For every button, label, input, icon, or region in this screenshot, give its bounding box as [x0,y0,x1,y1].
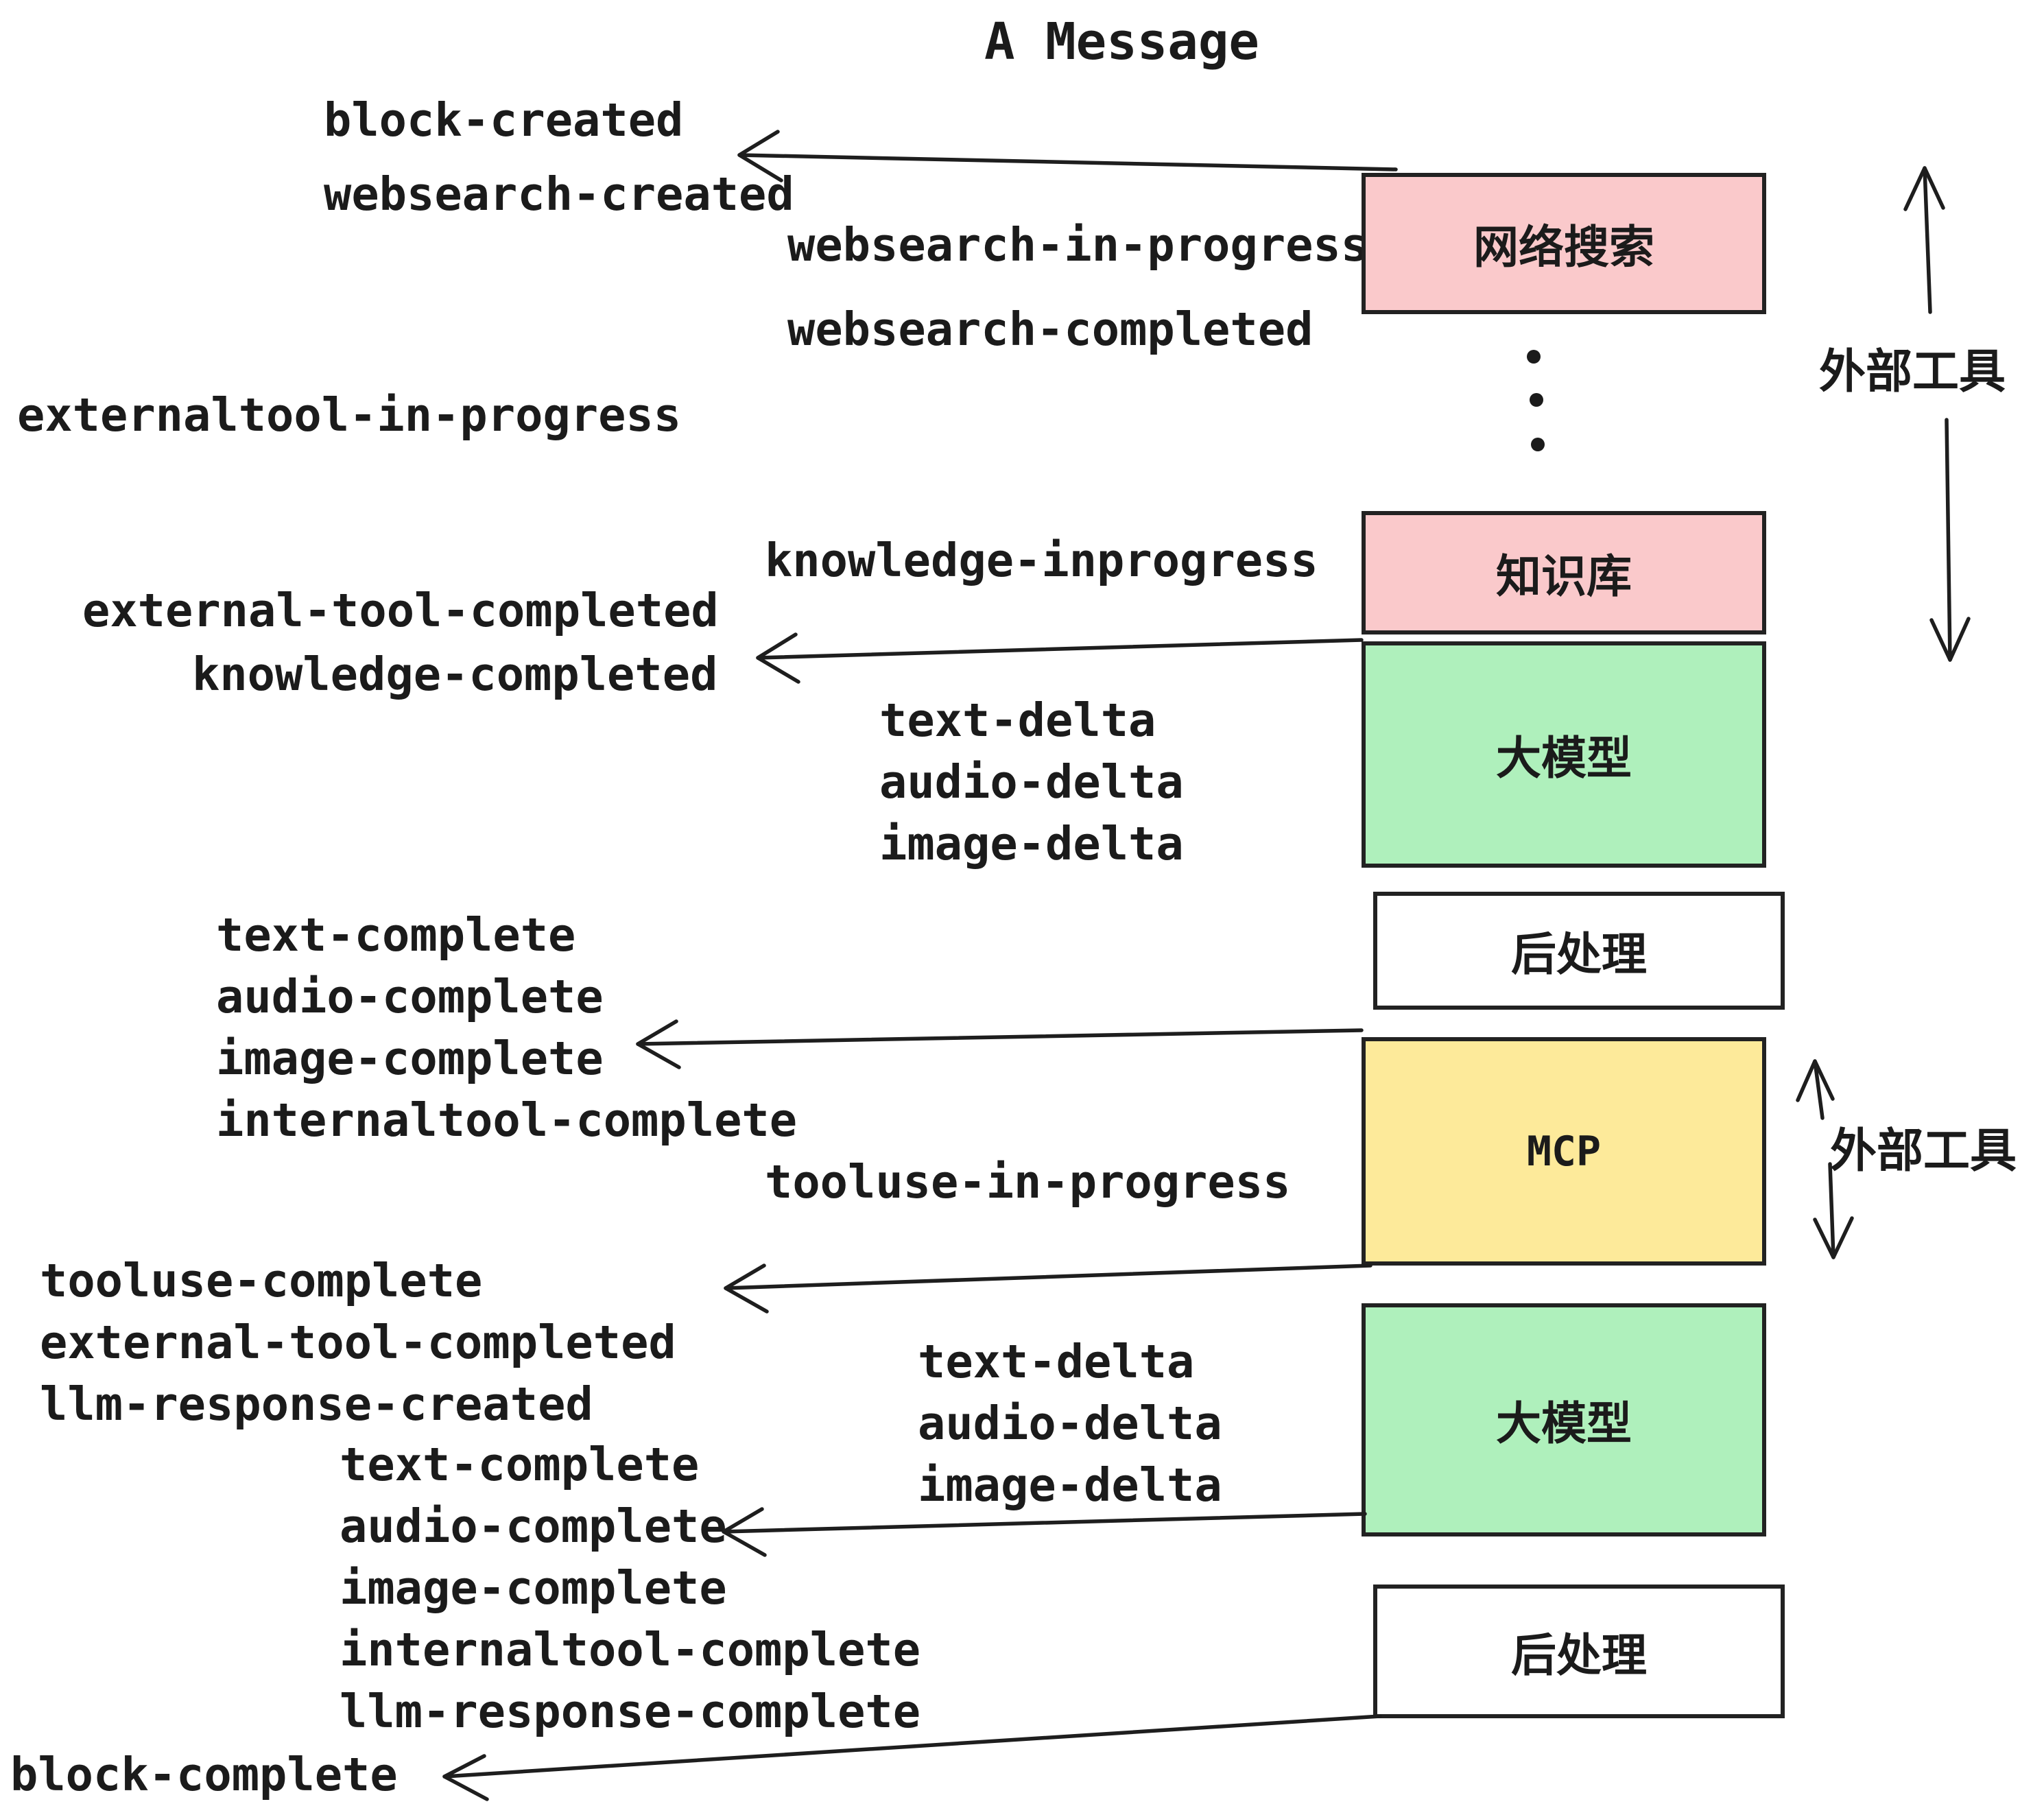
box-llm-2: 大模型 [1362,1303,1766,1536]
box-postprocess-1: 后处理 [1373,892,1785,1010]
event-label-external-tool-completed-2: external-tool-completed [40,1316,676,1369]
side-label-external-tools-mcp: 外部工具 [1830,1124,2017,1178]
event-label-image-delta: image-delta [879,817,1184,870]
event-label-internaltool-complete: internaltool-complete [216,1093,798,1147]
event-label-tooluse-complete: tooluse-complete [40,1254,483,1307]
arrow-to-tooluse-complete [724,1263,1372,1314]
box-knowledge: 知识库 [1362,511,1766,634]
event-label-websearch-in-progress: websearch-in-progress [787,218,1369,272]
event-label-text-delta-2: text-delta [918,1335,1195,1388]
box-websearch: 网络搜索 [1362,173,1766,314]
side-label-external-tools-top: 外部工具 [1819,345,2006,399]
event-label-external-tool-completed: external-tool-completed [82,584,719,637]
box-websearch-label: 网络搜索 [1473,221,1654,274]
arrow-to-audio-complete [722,1507,1367,1557]
box-postprocess-2: 后处理 [1373,1585,1785,1718]
double-arrow-external-tools-top [1903,166,1971,662]
event-label-audio-complete: audio-complete [216,970,604,1023]
box-mcp: MCP [1362,1037,1766,1266]
event-label-block-complete: block-complete [10,1748,398,1801]
event-label-image-delta-2: image-delta [918,1458,1222,1512]
event-label-text-complete-2: text-complete [340,1438,700,1491]
event-label-externaltool-in-progress: externaltool-in-progress [17,388,682,442]
page-title: A Message [984,12,1259,71]
box-postprocess-1-label: 后处理 [1511,928,1647,981]
event-label-llm-response-complete: llm-response-complete [340,1685,921,1738]
arrow-to-knowledge-completed [756,632,1364,684]
event-label-internaltool-complete-2: internaltool-complete [340,1623,921,1676]
box-llm-1-label: 大模型 [1496,732,1632,785]
vertical-dots [1527,350,1545,451]
box-mcp-label: MCP [1526,1127,1602,1176]
event-label-audio-complete-2: audio-complete [340,1499,727,1553]
event-label-knowledge-completed: knowledge-completed [192,648,718,701]
arrow-to-block-created [737,130,1398,182]
box-llm-1: 大模型 [1362,641,1766,868]
event-label-knowledge-inprogress: knowledge-inprogress [765,534,1318,587]
event-label-text-complete: text-complete [216,908,576,962]
event-label-audio-delta: audio-delta [879,755,1184,809]
event-label-tooluse-in-progress: tooluse-in-progress [765,1155,1291,1209]
event-label-websearch-completed: websearch-completed [787,302,1314,356]
arrow-to-image-complete [636,1019,1364,1069]
event-label-image-complete-2: image-complete [340,1561,727,1615]
box-postprocess-2-label: 后处理 [1511,1628,1647,1682]
box-llm-2-label: 大模型 [1496,1397,1632,1450]
box-knowledge-label: 知识库 [1496,550,1632,603]
event-label-audio-delta-2: audio-delta [918,1397,1222,1450]
event-label-image-complete: image-complete [216,1032,604,1085]
event-label-llm-response-created: llm-response-created [40,1377,593,1431]
event-label-text-delta: text-delta [879,693,1156,747]
event-label-block-created: block-created [324,93,684,147]
event-label-websearch-created: websearch-created [324,167,794,221]
